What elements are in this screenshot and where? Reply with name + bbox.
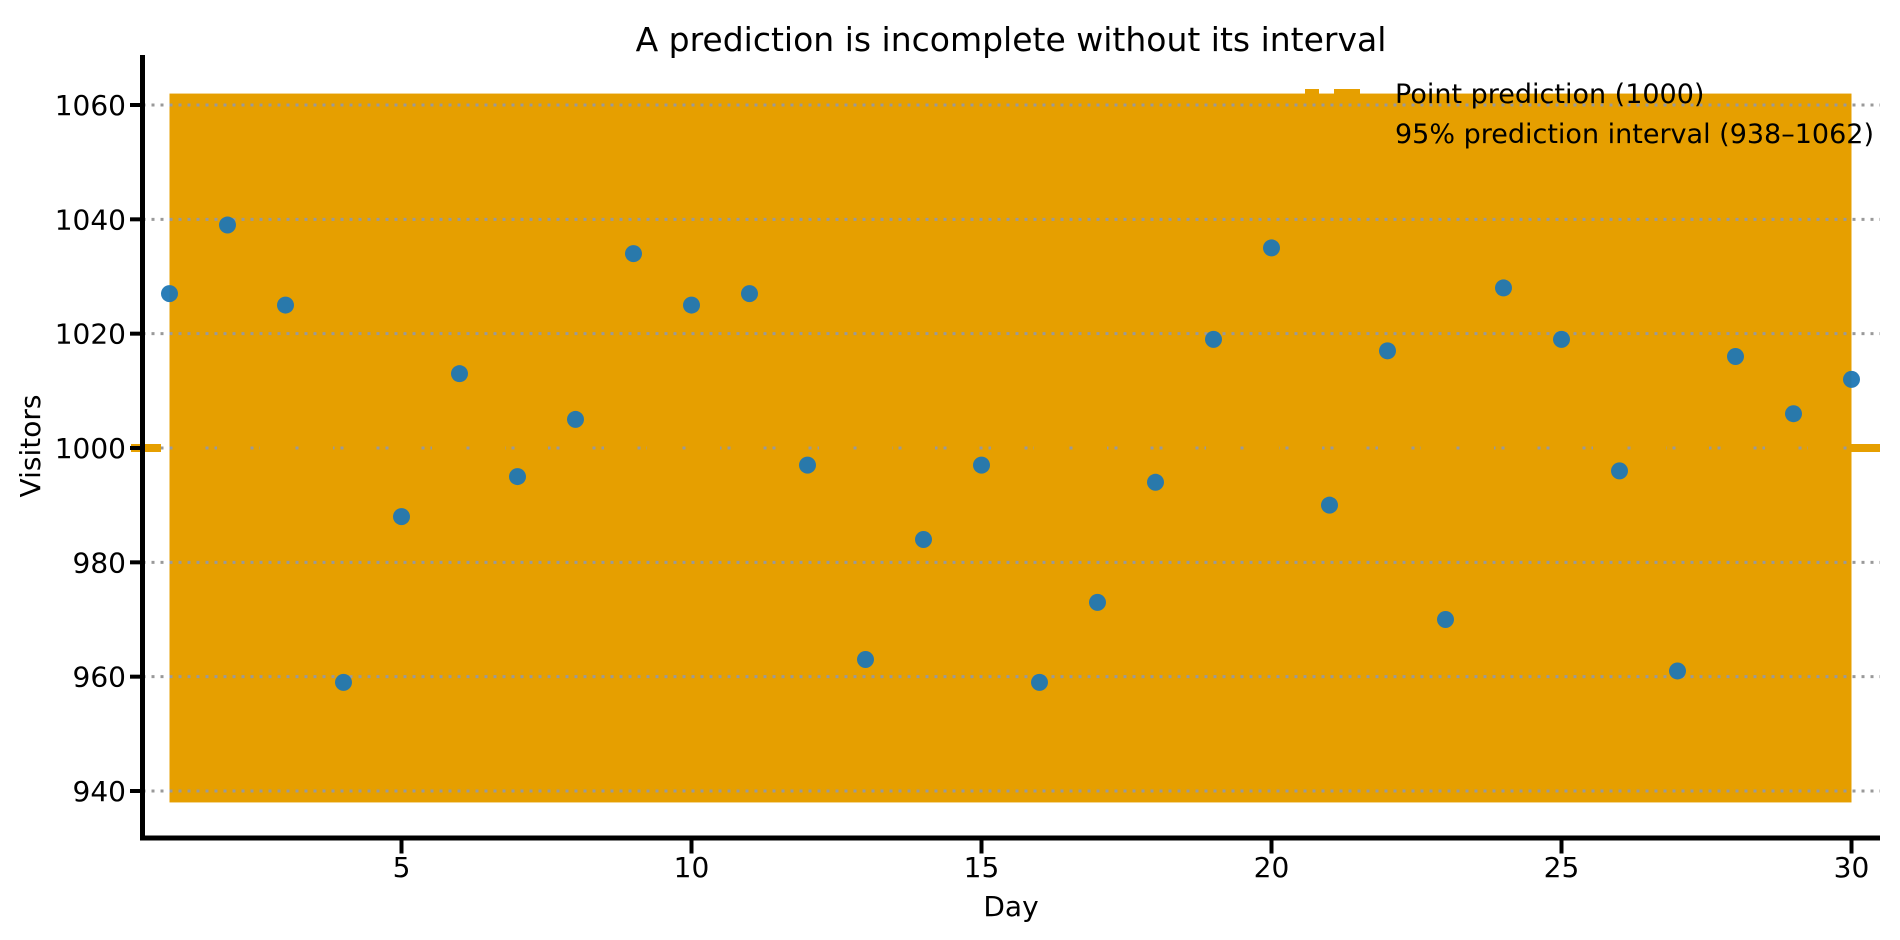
y-axis-label: Visitors: [14, 395, 47, 498]
scatter-points-layer: [161, 216, 1860, 691]
ticks-layer: 940 960 980 1000 1020 1040 1060 5 10 15 20 25 30: [55, 89, 1870, 884]
data-point: [1031, 673, 1048, 691]
chart-title: A prediction is incomplete without its i…: [636, 20, 1387, 59]
x-axis-label: Day: [983, 890, 1038, 923]
data-point: [1205, 330, 1222, 348]
legend: Point prediction (1000) 95% prediction i…: [1305, 79, 1874, 150]
y-tick-label: 1060: [55, 89, 126, 122]
y-tick-label: 1040: [55, 203, 126, 236]
data-point: [1727, 348, 1744, 366]
data-point: [277, 296, 294, 314]
data-point: [1147, 473, 1164, 491]
data-point: [625, 245, 642, 263]
data-point: [857, 651, 874, 669]
x-tick-label: 5: [393, 851, 411, 884]
x-tick-label: 25: [1544, 851, 1580, 884]
legend-interval-swatch: [1305, 120, 1360, 146]
data-point: [219, 216, 236, 234]
y-tick-label: 960: [73, 661, 126, 694]
data-point: [1089, 593, 1106, 611]
data-point: [973, 456, 990, 474]
data-point: [161, 285, 178, 303]
x-tick-label: 30: [1834, 851, 1870, 884]
data-point: [1495, 279, 1512, 297]
x-tick-label: 10: [674, 851, 710, 884]
x-tick-label: 15: [964, 851, 1000, 884]
data-point: [567, 410, 584, 428]
x-tick-label: 20: [1254, 851, 1290, 884]
data-point: [741, 285, 758, 303]
data-point: [1437, 611, 1454, 629]
data-point: [1843, 370, 1860, 388]
legend-interval-label: 95% prediction interval (938–1062): [1395, 119, 1874, 150]
y-tick-label: 940: [73, 775, 126, 808]
data-point: [335, 673, 352, 691]
data-point: [1321, 496, 1338, 514]
data-point: [1669, 662, 1686, 680]
data-point: [683, 296, 700, 314]
data-point: [1379, 342, 1396, 360]
data-point: [1611, 462, 1628, 480]
y-tick-label: 1000: [55, 432, 126, 465]
data-point: [799, 456, 816, 474]
y-tick-label: 980: [73, 546, 126, 579]
data-point: [509, 468, 526, 486]
data-point: [915, 530, 932, 548]
y-tick-label: 1020: [55, 318, 126, 351]
data-point: [1553, 330, 1570, 348]
data-point: [393, 508, 410, 526]
data-point: [451, 365, 468, 383]
data-point: [1785, 405, 1802, 423]
legend-point-prediction-label: Point prediction (1000): [1395, 79, 1704, 110]
data-point: [1263, 239, 1280, 257]
